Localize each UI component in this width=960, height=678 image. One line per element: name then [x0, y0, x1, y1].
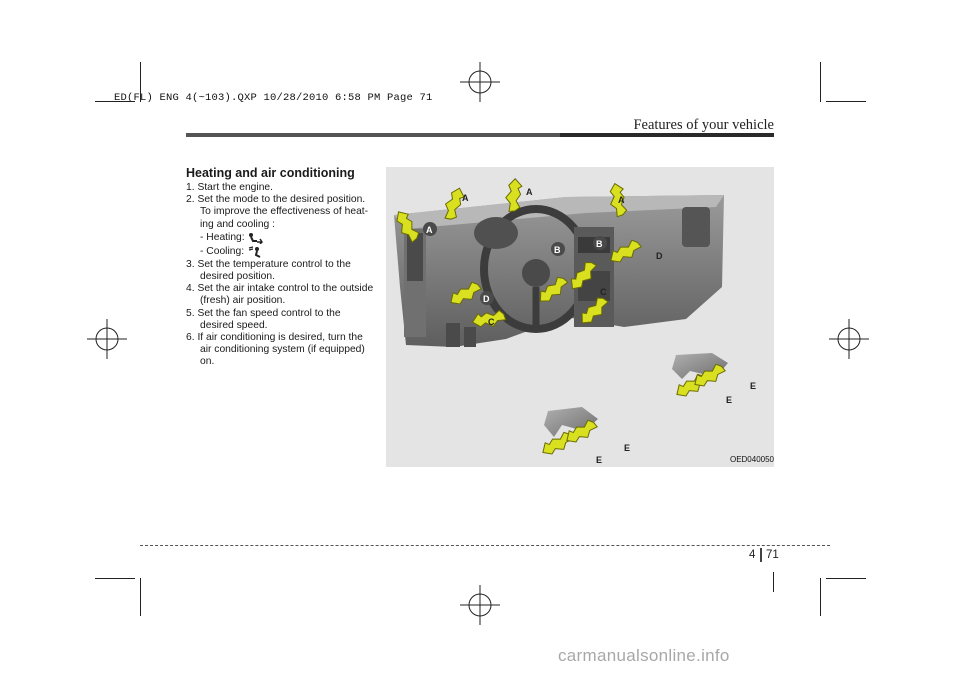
registration-mark-top [460, 62, 500, 102]
vent-label-b1: B [554, 245, 561, 255]
vent-label-d1: D [483, 294, 490, 304]
side-vent-grille [407, 233, 423, 281]
footer-rule [140, 545, 830, 546]
right-vent [682, 207, 710, 247]
dashboard-illustration: A A A A B B D D C C E E E E [389, 177, 756, 465]
vent-label-c1: C [600, 287, 607, 297]
cooling-mode-line: - Cooling: [186, 245, 376, 259]
vent-label-e1: E [750, 381, 756, 391]
vent-label-a4: A [426, 225, 433, 235]
chapter-number: 4 [749, 549, 756, 561]
section-heading: Heating and air conditioning [186, 166, 355, 180]
vent-label-e4: E [596, 455, 602, 465]
vent-label-d2: D [656, 251, 663, 261]
page-separator [760, 548, 762, 562]
step-6: 6. If air conditioning is desired, turn … [186, 332, 365, 368]
step-3: 3. Set the temperature control to the de… [186, 258, 351, 283]
step-4: 4. Set the air intake control to the out… [186, 283, 374, 307]
vent-diagram: A A A A B B D D C C E E E E [386, 167, 774, 467]
vent-label-e2: E [726, 395, 732, 405]
vent-label-a1: A [462, 193, 469, 203]
vent-label-a3: A [618, 195, 625, 205]
step-1: 1. Start the engine. [186, 182, 274, 193]
step-5: 5. Set the fan speed control to the desi… [186, 307, 341, 331]
figure-code: OED040050 [729, 455, 774, 464]
header-rule-accent [560, 133, 774, 137]
page-number: 71 [766, 549, 779, 561]
instructions-column: Heating and air conditioning 1. Start th… [186, 166, 376, 369]
registration-mark-right [829, 319, 869, 359]
heating-mode-icon [248, 232, 263, 244]
print-slug: ED(FL) ENG 4(~103).QXP 10/28/2010 6:58 P… [114, 92, 433, 104]
steering-hub [522, 259, 550, 287]
heating-mode-line: - Heating: [186, 231, 376, 245]
vent-label-a2: A [526, 187, 533, 197]
instrument-cluster [474, 217, 518, 249]
running-header: Features of your vehicle [633, 117, 774, 133]
vent-label-c2: C [488, 317, 495, 327]
vent-label-b2: B [596, 239, 603, 249]
vent-label-e3: E [624, 443, 630, 453]
registration-mark-left [87, 319, 127, 359]
cooling-mode-icon [248, 246, 261, 258]
header-rule [186, 133, 774, 137]
step-2: 2. Set the mode to the desired position.… [186, 194, 369, 230]
registration-mark-bottom [460, 585, 500, 625]
watermark: carmanualsonline.info [558, 646, 730, 665]
